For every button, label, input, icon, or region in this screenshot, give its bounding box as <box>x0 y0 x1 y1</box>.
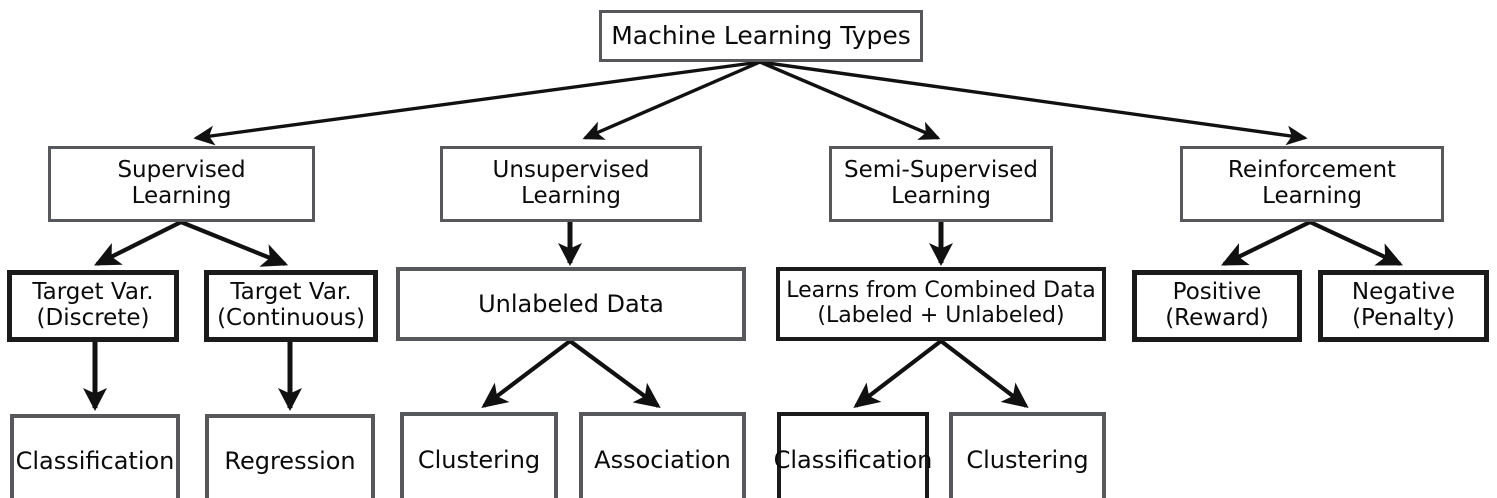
edge-reinforcement-to-negative <box>1309 220 1404 266</box>
edge-combined-to-clustering <box>939 339 1029 409</box>
node-classification-semi[interactable]: Classification <box>774 412 932 498</box>
node-negative-penalty[interactable]: Negative (Penalty) <box>1318 270 1489 342</box>
node-label: Unsupervised Learning <box>492 157 650 209</box>
edge-root-to-reinforcement <box>759 60 1308 146</box>
node-clustering-unsupervised[interactable]: Clustering <box>400 412 558 498</box>
node-label: Classification <box>773 445 933 474</box>
node-unsupervised-learning[interactable]: Unsupervised Learning <box>440 146 702 222</box>
edge-supervised-to-target-continuous <box>180 220 289 267</box>
node-label: Target Var. (Discrete) <box>32 279 154 331</box>
node-reinforcement-learning[interactable]: Reinforcement Learning <box>1180 146 1444 222</box>
node-label: Machine Learning Types <box>611 21 911 50</box>
node-label: Unlabeled Data <box>478 289 664 318</box>
edge-reinforcement-to-positive <box>1220 220 1311 266</box>
node-semi-supervised-learning[interactable]: Semi-Supervised Learning <box>829 146 1053 222</box>
node-machine-learning-types[interactable]: Machine Learning Types <box>599 10 923 62</box>
node-regression[interactable]: Regression <box>205 414 375 498</box>
node-label: Supervised Learning <box>117 157 246 209</box>
node-label: Association <box>594 445 731 474</box>
node-unlabeled-data[interactable]: Unlabeled Data <box>396 267 746 341</box>
node-label: Regression <box>224 446 356 475</box>
edge-root-to-semi-supervised <box>759 60 941 140</box>
node-positive-reward[interactable]: Positive (Reward) <box>1132 270 1302 342</box>
edge-unlabeled-to-clustering <box>481 339 572 409</box>
edge-unlabeled-to-association <box>568 339 661 408</box>
node-supervised-learning[interactable]: Supervised Learning <box>48 146 315 222</box>
node-label: Clustering <box>417 445 541 474</box>
edge-supervised-to-target-discrete <box>93 220 182 266</box>
edge-combined-to-classification <box>853 339 943 409</box>
node-association[interactable]: Association <box>579 412 746 498</box>
node-label: Target Var. (Continuous) <box>217 279 365 331</box>
edge-root-to-unsupervised <box>582 60 761 140</box>
node-label: Negative (Penalty) <box>1351 279 1456 331</box>
node-target-var-continuous[interactable]: Target Var. (Continuous) <box>204 270 378 342</box>
node-label: Reinforcement Learning <box>1227 157 1397 209</box>
edge-root-to-supervised <box>193 60 761 146</box>
node-label: Positive (Reward) <box>1165 279 1269 331</box>
node-label: Clustering <box>966 445 1089 474</box>
node-classification-supervised[interactable]: Classification <box>10 414 180 498</box>
node-learns-from-combined-data[interactable]: Learns from Combined Data (Labeled + Unl… <box>776 267 1106 341</box>
node-label: Learns from Combined Data (Labeled + Unl… <box>786 278 1096 328</box>
node-clustering-semi[interactable]: Clustering <box>949 412 1106 498</box>
node-target-var-discrete[interactable]: Target Var. (Discrete) <box>7 270 179 342</box>
node-label: Semi-Supervised Learning <box>844 157 1038 209</box>
node-label: Classification <box>15 446 175 475</box>
